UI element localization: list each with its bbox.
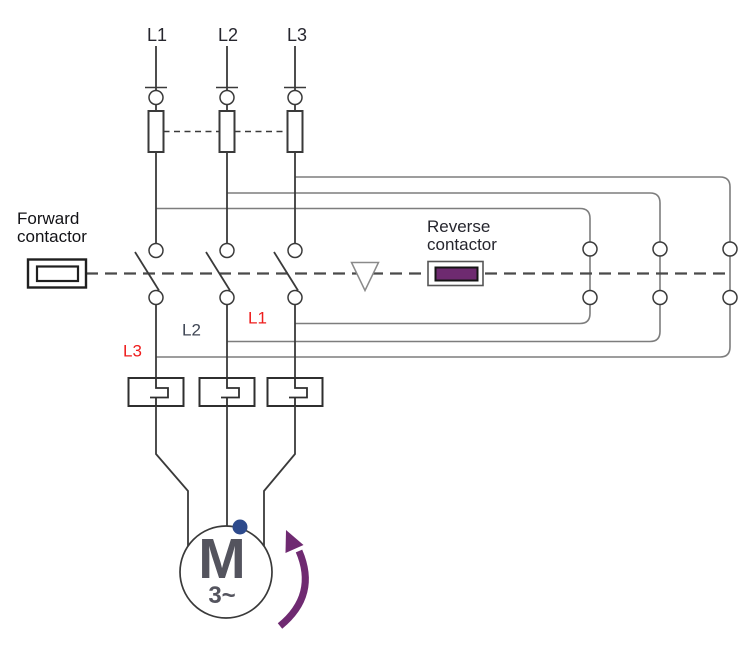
swapped-phase-label-col1: L3 xyxy=(123,342,142,361)
forward-contacts xyxy=(134,242,303,306)
contact-terminal xyxy=(722,289,738,306)
supply-terminal-circle xyxy=(219,89,235,106)
fuse-l1 xyxy=(147,110,165,153)
phase-column-l3 xyxy=(284,46,306,244)
overload-relay-l3 xyxy=(266,377,324,407)
contact-terminal xyxy=(219,289,235,306)
overload-heater-symbol xyxy=(221,378,240,406)
contact-terminal xyxy=(287,242,303,259)
swapped-phase-label-col2: L2 xyxy=(182,321,201,340)
fuse-l2 xyxy=(218,110,236,153)
loop-wire-l1 xyxy=(156,207,591,325)
motor-lead-right xyxy=(263,406,296,560)
motor-circle xyxy=(179,525,273,619)
supply-terminal-circle xyxy=(148,89,164,106)
overload-heater-symbol xyxy=(289,378,308,406)
forward-contactor-coil xyxy=(26,258,88,289)
phase-label-l3-top: L3 xyxy=(287,25,307,45)
contact-terminal xyxy=(652,289,668,306)
coil-inner xyxy=(434,266,479,282)
rotation-arrow-icon xyxy=(277,530,309,629)
labels: L1 L2 L3 Forward contactor Reverse conta… xyxy=(17,25,497,361)
motor-symbol: M 3~ xyxy=(179,519,273,619)
fuse-l3 xyxy=(286,110,304,153)
swapped-phase-label-col3: L1 xyxy=(248,309,267,328)
reverse-contactor-label-line2: contactor xyxy=(427,235,497,254)
reverse-contactor-label-line1: Reverse xyxy=(427,217,490,236)
overload-relay-l2 xyxy=(198,377,256,407)
rotation-arrow-arc xyxy=(277,549,309,629)
contact-terminal xyxy=(287,289,303,306)
rotation-arrow-head xyxy=(285,530,304,553)
reverse-loop-wires xyxy=(156,176,731,358)
forward-contactor-label-line2: contactor xyxy=(17,227,87,246)
contact-terminal xyxy=(582,289,598,306)
contact-terminal xyxy=(722,241,738,257)
overload-relay-l1 xyxy=(127,377,185,407)
contact-terminal xyxy=(148,289,164,306)
motor-feed-wires-upper xyxy=(155,304,296,378)
contact-blade xyxy=(205,251,231,291)
coil-inner xyxy=(35,265,80,283)
phase-label-l2-top: L2 xyxy=(218,25,238,45)
motor-lead-left xyxy=(155,406,189,560)
supply-terminal-circle xyxy=(287,89,303,106)
linkage-triangle-icon xyxy=(350,261,380,293)
motor-type-label: 3~ xyxy=(208,582,235,609)
loop-wire-l3 xyxy=(156,176,731,358)
overload-heater-symbol xyxy=(150,378,169,406)
phase-column-l1 xyxy=(145,46,167,244)
contact-blade xyxy=(134,251,160,291)
phase-column-l2 xyxy=(216,46,238,244)
contact-terminal xyxy=(219,242,235,259)
loop-wire-l2 xyxy=(227,192,661,343)
forward-contactor-label-line1: Forward xyxy=(17,209,79,228)
reverse-contactor-coil xyxy=(427,260,484,287)
contact-terminal xyxy=(582,241,598,257)
contact-blade xyxy=(273,251,299,291)
motor-letter: M xyxy=(198,527,245,591)
contact-terminal xyxy=(652,241,668,257)
reverse-contacts xyxy=(582,241,738,306)
contact-terminal xyxy=(148,242,164,259)
motor-terminal-dot xyxy=(232,519,248,535)
phase-label-l1-top: L1 xyxy=(147,25,167,45)
